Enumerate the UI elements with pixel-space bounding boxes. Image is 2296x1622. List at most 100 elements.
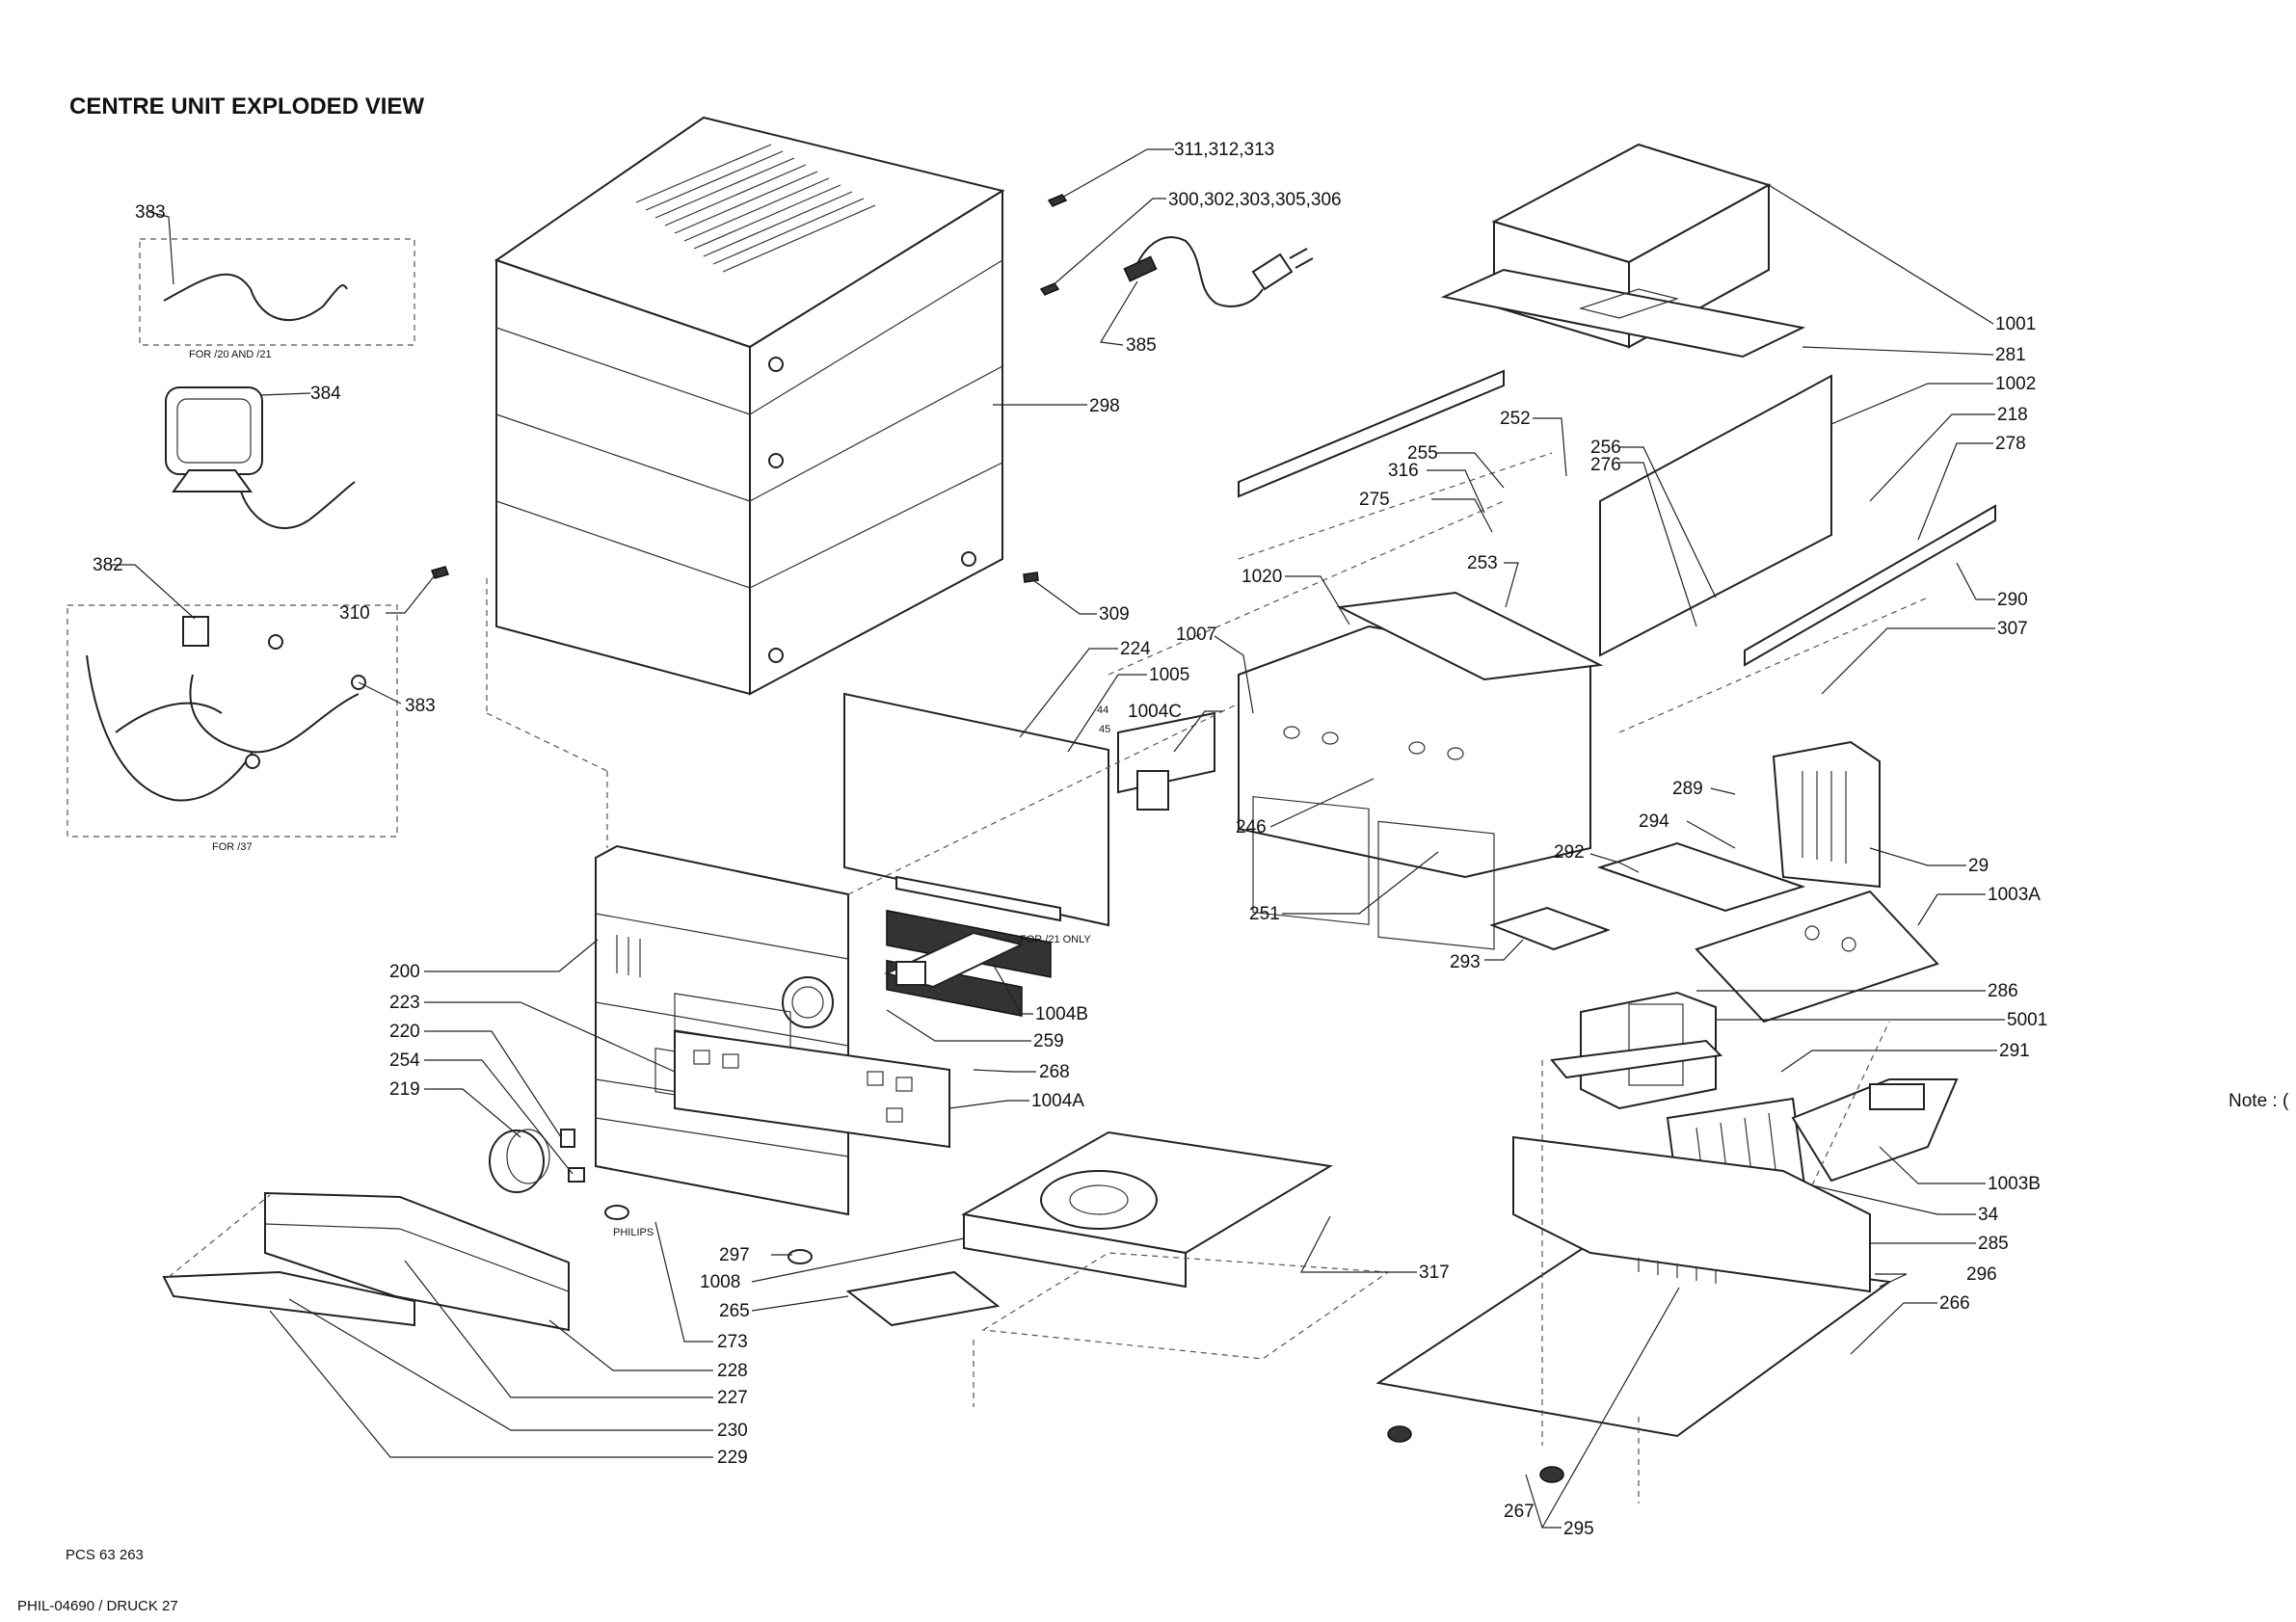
cd-mechanism xyxy=(845,1130,1333,1327)
footer-pcs: PCS 63 263 xyxy=(66,1547,144,1563)
label-309: 309 xyxy=(1099,604,1130,625)
label-5001: 5001 xyxy=(2007,1010,2047,1030)
board-1004b: FOR /21 ONLY xyxy=(884,931,1091,989)
part-labels: 311,312,313 300,302,303,305,306 385 298 … xyxy=(93,140,2047,1539)
label-268: 268 xyxy=(1039,1062,1070,1082)
label-317: 317 xyxy=(1419,1263,1450,1283)
label-253: 253 xyxy=(1467,553,1498,573)
label-229: 229 xyxy=(717,1448,748,1468)
label-29: 29 xyxy=(1968,856,1989,876)
label-1002: 1002 xyxy=(1995,374,2036,394)
explosion-guides xyxy=(168,452,1929,1503)
label-34: 34 xyxy=(1978,1205,1999,1225)
cassette-door-trim xyxy=(162,1270,415,1327)
label-278: 278 xyxy=(1995,434,2026,454)
code-44: 44 xyxy=(1097,705,1108,716)
bottom-chassis xyxy=(1375,1135,1892,1483)
transformer xyxy=(1550,991,1723,1110)
label-1003b: 1003B xyxy=(1988,1174,2041,1194)
tuner-bracket xyxy=(1440,268,1806,359)
label-281: 281 xyxy=(1995,345,2026,365)
label-1020: 1020 xyxy=(1241,567,1282,587)
label-230: 230 xyxy=(717,1421,748,1441)
label-294: 294 xyxy=(1639,811,1669,832)
diagram-title: CENTRE UNIT EXPLODED VIEW xyxy=(69,93,424,120)
side-rail-left xyxy=(1238,369,1505,498)
label-1007: 1007 xyxy=(1176,625,1216,645)
label-1001: 1001 xyxy=(1995,314,2036,334)
label-220: 220 xyxy=(389,1022,420,1042)
fm-antenna-37-box: FOR /37 xyxy=(67,604,398,853)
display-pcb: 44 45 xyxy=(843,692,1110,1017)
label-246: 246 xyxy=(1236,817,1267,838)
foot-left xyxy=(604,1205,629,1220)
label-383-top: 383 xyxy=(135,202,166,223)
label-384: 384 xyxy=(310,384,341,404)
label-295: 295 xyxy=(1563,1519,1594,1539)
label-1004c: 1004C xyxy=(1128,702,1182,722)
label-307: 307 xyxy=(1997,619,2028,639)
label-291: 291 xyxy=(1999,1041,2030,1061)
label-311: 311,312,313 xyxy=(1174,140,1274,160)
pcb-1003b xyxy=(1791,1078,1959,1183)
am-loop-antenna xyxy=(165,386,356,530)
mains-cable xyxy=(1123,236,1314,307)
label-265: 265 xyxy=(719,1301,750,1321)
cassette-door xyxy=(264,1191,570,1332)
label-218: 218 xyxy=(1997,405,2028,425)
label-251: 251 xyxy=(1249,904,1280,924)
fm-antenna-wire-box: FOR /20 AND /21 xyxy=(139,238,415,360)
label-286: 286 xyxy=(1988,981,2018,1001)
label-227: 227 xyxy=(717,1388,748,1408)
note-for-20-21: FOR /20 AND /21 xyxy=(189,349,272,360)
brand-label: PHILIPS xyxy=(613,1227,654,1238)
label-385: 385 xyxy=(1126,335,1157,356)
label-273: 273 xyxy=(717,1332,748,1352)
label-223: 223 xyxy=(389,993,420,1013)
label-266: 266 xyxy=(1939,1293,1970,1314)
screw-300 xyxy=(1039,282,1060,296)
label-297: 297 xyxy=(719,1245,750,1265)
label-275: 275 xyxy=(1359,490,1390,510)
footer-druck: PHIL-04690 / DRUCK 27 xyxy=(17,1598,178,1614)
label-1005: 1005 xyxy=(1149,665,1189,685)
plate-293 xyxy=(1488,906,1611,951)
volume-knob xyxy=(489,1129,585,1193)
heatsink-29 xyxy=(1772,740,1881,889)
side-rail-right xyxy=(1744,504,1996,667)
label-1008: 1008 xyxy=(700,1272,740,1292)
pcb-1003a xyxy=(1695,890,1939,1024)
label-383-bottom: 383 xyxy=(405,696,436,716)
foot-right xyxy=(788,1249,813,1264)
label-267: 267 xyxy=(1504,1502,1535,1522)
label-310: 310 xyxy=(339,603,370,624)
label-259: 259 xyxy=(1033,1031,1064,1051)
screw-309 xyxy=(1023,572,1039,583)
label-382: 382 xyxy=(93,555,123,575)
label-316: 316 xyxy=(1388,461,1419,481)
label-224: 224 xyxy=(1120,639,1151,659)
label-285: 285 xyxy=(1978,1234,2009,1254)
label-254: 254 xyxy=(389,1050,420,1071)
keyboard-pcb xyxy=(674,1029,950,1149)
plate-292 xyxy=(1596,841,1806,913)
label-252: 252 xyxy=(1500,409,1531,429)
label-1004a: 1004A xyxy=(1031,1091,1084,1111)
label-296: 296 xyxy=(1966,1264,1997,1285)
side-note: Note : ( xyxy=(2229,1091,2289,1111)
board-1004c xyxy=(1117,711,1215,811)
cassette-deck xyxy=(1238,591,1604,950)
label-1003a: 1003A xyxy=(1988,885,2041,905)
label-293: 293 xyxy=(1450,952,1481,972)
code-45: 45 xyxy=(1099,724,1110,735)
label-219: 219 xyxy=(389,1079,420,1100)
label-292: 292 xyxy=(1554,842,1585,863)
main-pcb-1002 xyxy=(1599,374,1832,657)
label-256: 256 xyxy=(1590,438,1621,458)
label-298: 298 xyxy=(1089,396,1120,416)
label-276: 276 xyxy=(1590,455,1621,475)
cabinet-cover xyxy=(494,116,1005,696)
label-200: 200 xyxy=(389,962,420,982)
label-255: 255 xyxy=(1407,443,1438,464)
